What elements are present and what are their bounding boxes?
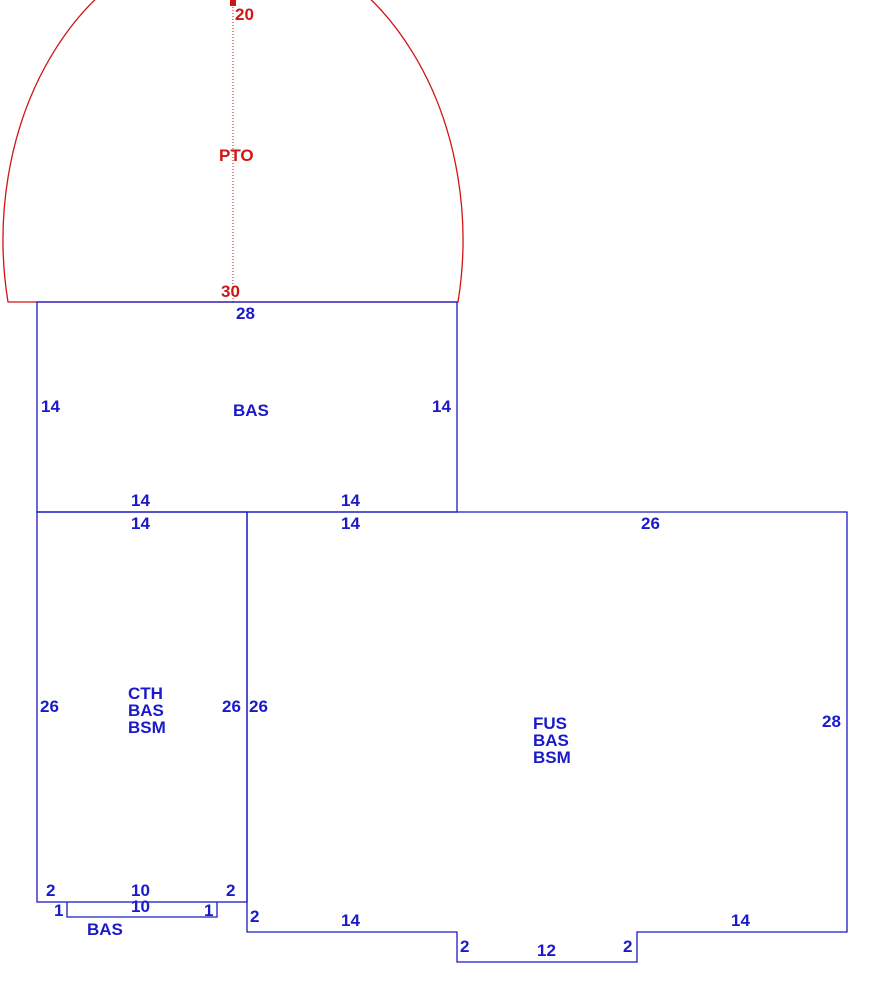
bas-top-label: BAS — [233, 401, 269, 420]
cth-label-2: BAS — [128, 701, 164, 720]
bas-top-bottom-left-dim: 14 — [131, 491, 150, 510]
bay-outline — [66, 902, 218, 918]
fus-label-2: BAS — [533, 731, 569, 750]
cth-bottom-left-dim: 2 — [46, 881, 55, 900]
fus-top-right-dim: 26 — [641, 514, 660, 533]
patio-radius-marker — [230, 0, 236, 6]
fus-left-step-dim: 2 — [250, 907, 259, 926]
fus-notch-left-dim: 2 — [460, 937, 469, 956]
patio-label: PTO — [219, 146, 254, 165]
cth-label-3: BSM — [128, 718, 166, 737]
bas-top-left-dim: 14 — [41, 397, 60, 416]
fus-label-1: FUS — [533, 714, 567, 733]
bas-top-bottom-right-dim: 14 — [341, 491, 360, 510]
cth-left-dim: 26 — [40, 697, 59, 716]
patio-radius-dim: 20 — [235, 5, 254, 24]
bay-label: BAS — [87, 920, 123, 939]
patio-outline — [2, 0, 464, 303]
bay-right-dim: 1 — [204, 901, 213, 920]
cth-top-dim: 14 — [131, 514, 150, 533]
patio-chord-dim: 30 — [221, 282, 240, 301]
cth-bottom-mid-dim: 10 — [131, 881, 150, 900]
fus-notch-right-dim: 2 — [623, 937, 632, 956]
fus-label-3: BSM — [533, 748, 571, 767]
fus-bottom-left-dim: 14 — [341, 911, 360, 930]
bas-top-top-dim: 28 — [236, 304, 255, 323]
fus-top-left-dim: 14 — [341, 514, 360, 533]
fus-bottom-right-dim: 14 — [731, 911, 750, 930]
fus-right-dim: 28 — [822, 712, 841, 731]
fus-left-dim: 26 — [249, 697, 268, 716]
bay-left-dim: 1 — [54, 901, 63, 920]
bay-top-dim: 10 — [131, 897, 150, 916]
fus-notch-bottom-dim: 12 — [537, 941, 556, 960]
fus-outline — [246, 511, 848, 963]
cth-bottom-right-dim: 2 — [226, 881, 235, 900]
cth-right-dim: 26 — [222, 697, 241, 716]
bas-top-right-dim: 14 — [432, 397, 451, 416]
cth-label-1: CTH — [128, 684, 163, 703]
